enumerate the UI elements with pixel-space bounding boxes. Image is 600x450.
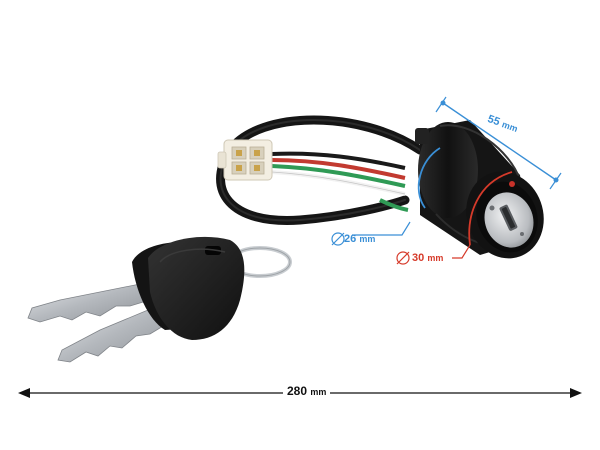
wire-connector [217, 139, 273, 181]
arrow-right-icon [570, 388, 582, 398]
arrow-left-icon [18, 388, 30, 398]
inner-diameter-value: 26 [344, 233, 357, 245]
dimension-line-length [435, 96, 562, 190]
total-length-unit: mm [310, 387, 327, 397]
ignition-switch [415, 120, 544, 259]
inner-diameter-label: 26 mm [344, 233, 375, 245]
key-blade-upper [27, 281, 151, 323]
diameter-inner-icon [331, 232, 345, 246]
outer-diameter-value: 30 [412, 252, 425, 264]
key-blade-lower [57, 304, 171, 363]
total-length-value: 280 [287, 384, 308, 398]
outer-diameter-label: 30 mm [412, 252, 443, 264]
diameter-outer-icon [396, 251, 410, 265]
colored-wires [271, 151, 409, 212]
keys [27, 236, 245, 363]
key-head-front [148, 236, 245, 340]
outer-diameter-unit: mm [427, 253, 444, 263]
dimension-outer-diameter [396, 171, 513, 265]
position-marker [509, 181, 515, 187]
wire-loop [216, 115, 425, 225]
inner-diameter-unit: mm [359, 234, 376, 244]
total-length-label: 280 mm [283, 384, 331, 398]
switch-tab [415, 128, 429, 144]
dimension-inner-diameter [331, 147, 441, 246]
